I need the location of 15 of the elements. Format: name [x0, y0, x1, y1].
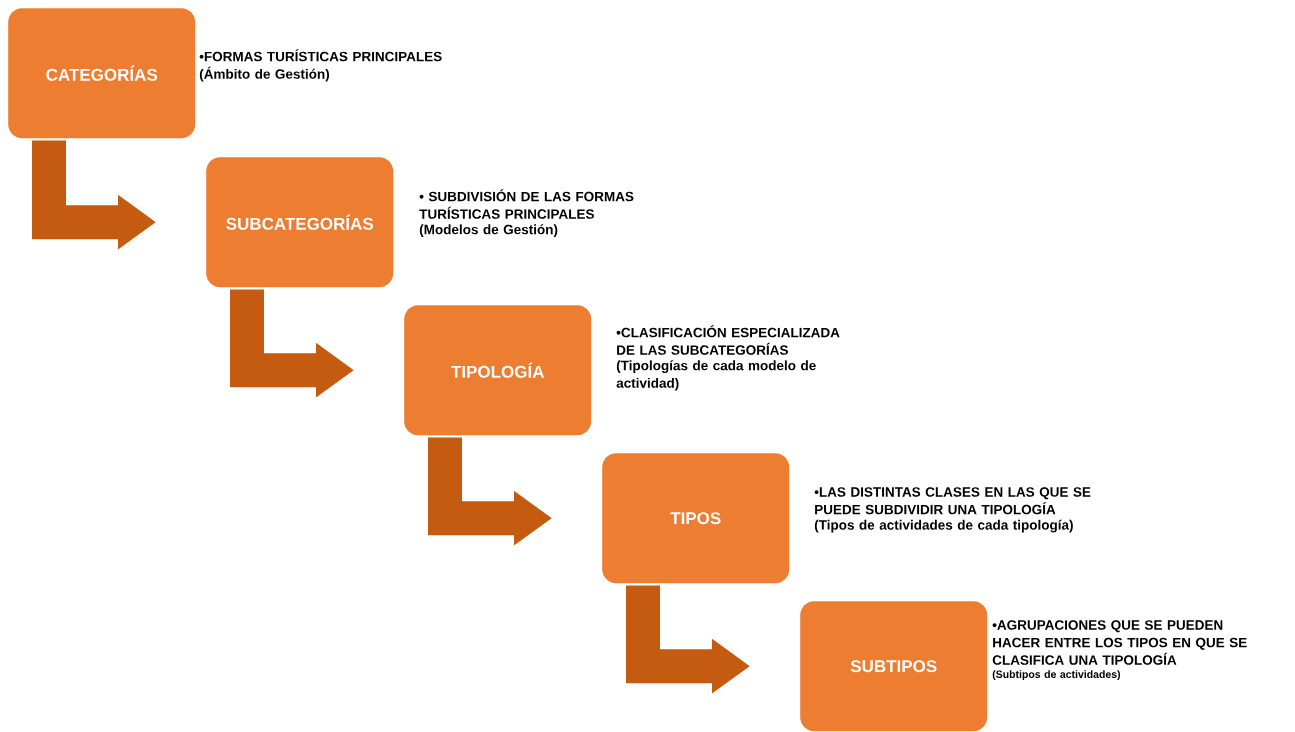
description-text: •LAS DISTINTAS CLASES EN LAS QUE SE PUEDE SUBDIVIDIR UNA TIPOLOGÍA [814, 487, 1091, 515]
description-text: •CLASIFICACIÓN ESPECIALIZADA DE LAS SUBCATEGORÍAS [616, 325, 840, 355]
description-text: (Tipos de actividades de cada tipología) [814, 519, 1073, 533]
description-text: (Ámbito de Gestión) [199, 66, 330, 82]
process-box: CATEGORÍAS [8, 8, 196, 139]
description-text: (Tipologías de cada modelo de actividad) [616, 360, 816, 391]
description-text: (Subtipos de actividades) [992, 670, 1121, 681]
process-box: SUBTIPOS [800, 601, 988, 732]
process-box: SUBCATEGORÍAS [206, 157, 394, 288]
process-box: TIPOS [602, 453, 790, 584]
description-text: •FORMAS TURÍSTICAS PRINCIPALES [199, 49, 442, 62]
description-text: •AGRUPACIONES QUE SE PUEDEN HACER ENTRE LOS TIPOS EN QUE SE CLASIFICA UNA TIPOLOGÍA [992, 620, 1247, 665]
process-box: TIPOLOGÍA [404, 305, 592, 436]
description-text: • SUBDIVISIÓN DE LAS FORMAS TURÍSTICAS PRINCIPALES [419, 189, 634, 219]
description-text: (Modelos de Gestión) [419, 224, 558, 237]
